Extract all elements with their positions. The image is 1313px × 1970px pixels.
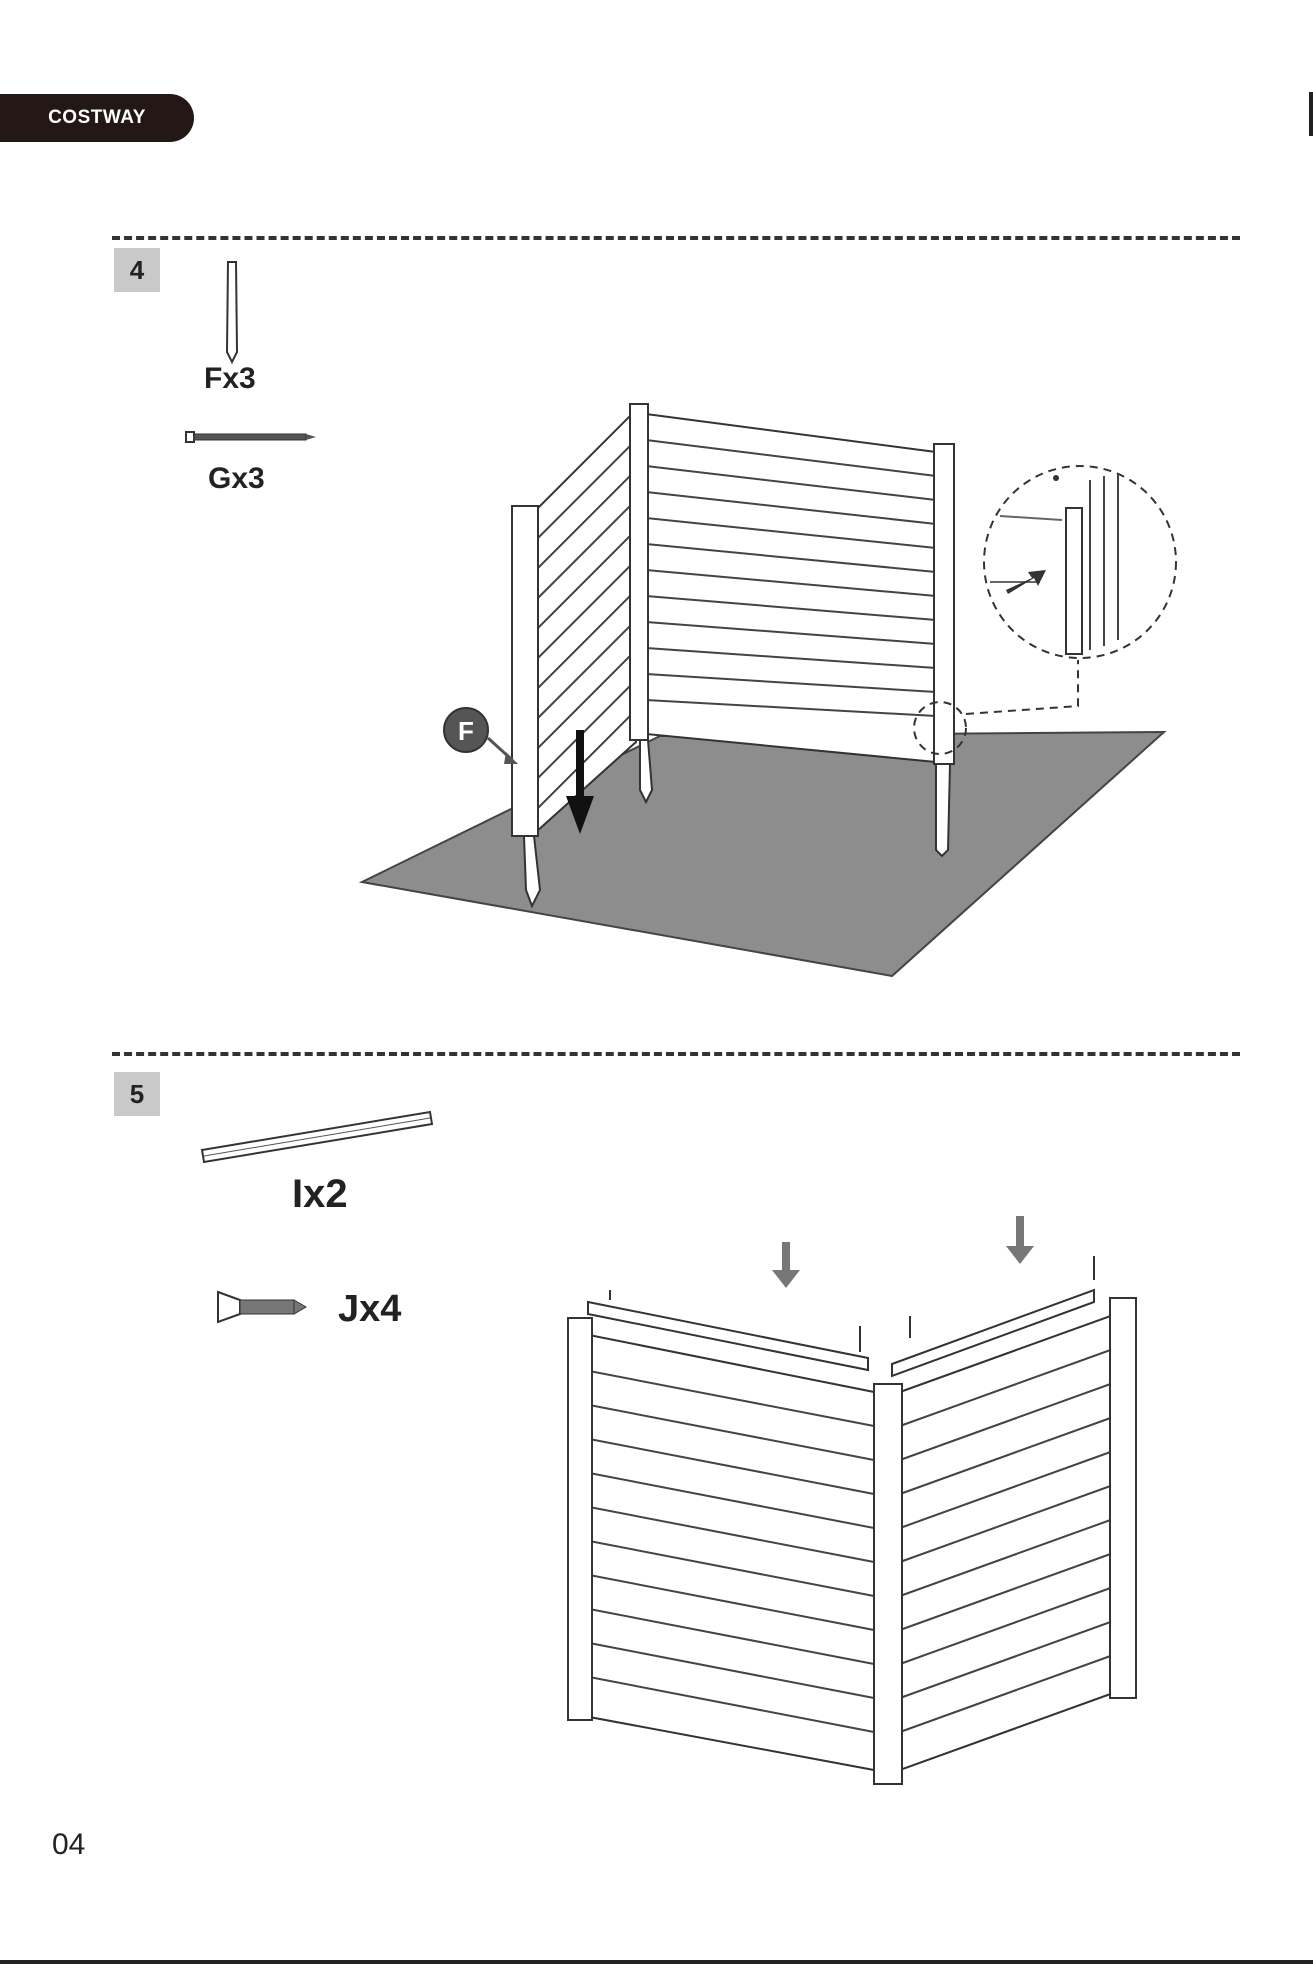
ground-plane [362, 732, 1164, 976]
step-5-divider [112, 1052, 1240, 1056]
step5-right-post [1110, 1298, 1136, 1698]
screw-icon [218, 1292, 306, 1322]
back-panel [646, 414, 936, 762]
down-arrow-icon [772, 1242, 800, 1288]
down-arrow-icon [1006, 1216, 1034, 1264]
rail-icon [202, 1112, 432, 1162]
part-i-quantity: Ix2 [292, 1172, 348, 1217]
part-f-quantity: Fx3 [204, 362, 256, 396]
screw-icon [186, 432, 316, 442]
step5-left-panel [584, 1334, 874, 1770]
stake-icon [227, 262, 237, 362]
page-number: 04 [52, 1828, 85, 1862]
step-5-number: 5 [114, 1072, 160, 1116]
part-g-quantity: Gx3 [208, 462, 265, 496]
bottom-rule [0, 1960, 1313, 1964]
step5-left-post [568, 1318, 592, 1720]
step5-right-panel [900, 1314, 1116, 1770]
callout-f-label: F [458, 716, 474, 747]
callout-f-icon [444, 708, 518, 764]
screw-icon [610, 1256, 1094, 1352]
step5-center-post [874, 1384, 902, 1784]
part-j-quantity: Jx4 [338, 1288, 401, 1331]
